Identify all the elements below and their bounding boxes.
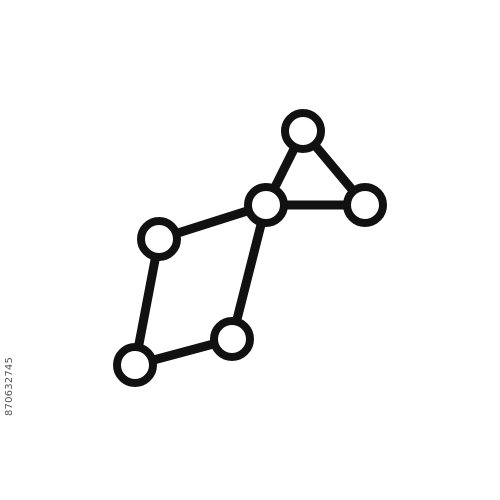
- star-node: [113, 343, 157, 387]
- star-node: [244, 183, 288, 227]
- constellation-nodes: [113, 109, 387, 387]
- star-node: [281, 109, 325, 153]
- star-node: [137, 217, 181, 261]
- star-node: [210, 317, 254, 361]
- stock-id-label: 870632745: [4, 356, 15, 416]
- edge-line: [227, 200, 271, 344]
- star-node: [343, 183, 387, 227]
